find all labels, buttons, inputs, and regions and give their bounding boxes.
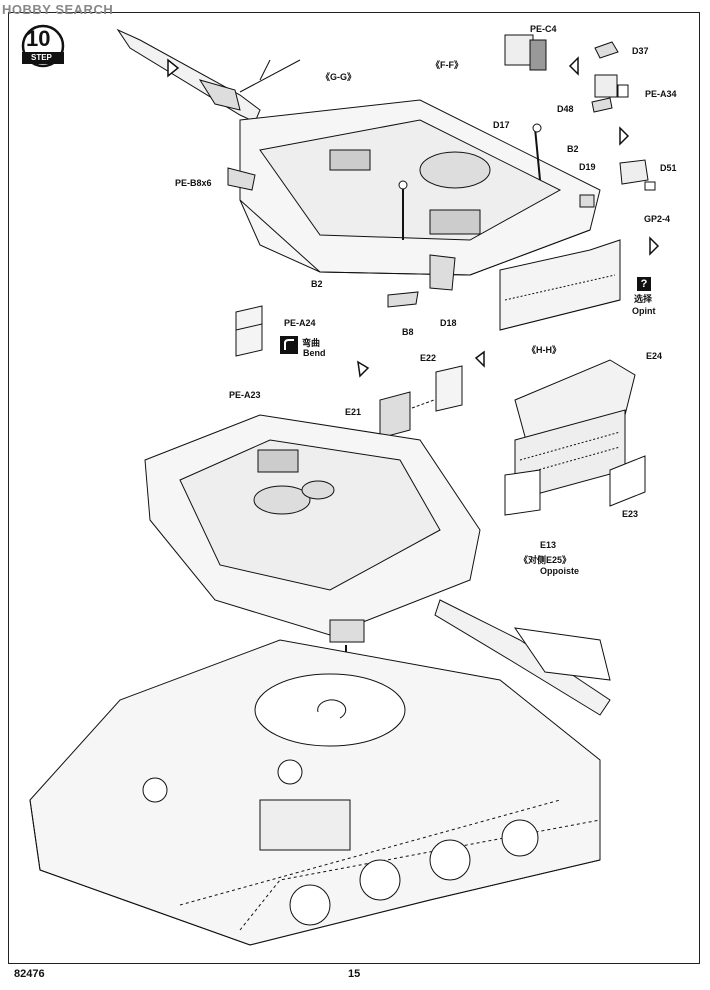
hull-drawing (29, 639, 601, 946)
upper-turret-drawing (116, 28, 621, 331)
part-e13: E13 (540, 540, 557, 550)
opposite-note-en: Oppoiste (540, 566, 580, 576)
part-pe-c4: PE-C4 (530, 24, 557, 34)
assembly-arrows (167, 56, 660, 378)
part-d19: D19 (579, 162, 596, 172)
part-pe-a34: PE-A34 (645, 89, 677, 99)
part-d37: D37 (632, 46, 649, 56)
step-label: STEP (31, 53, 52, 62)
part-d17: D17 (493, 120, 510, 130)
watermark: HOBBY SEARCH (2, 2, 114, 17)
step-badge (21, 24, 65, 68)
part-e23: E23 (622, 509, 639, 519)
question-icon: ? (637, 277, 651, 291)
page-frame (8, 12, 700, 964)
part-pe-a24: PE-A24 (284, 318, 316, 328)
view-label-hh: 《H-H》 (527, 345, 561, 355)
option-note-en: Opint (632, 306, 656, 316)
bend-icon (280, 336, 298, 354)
step-number: 10 (26, 26, 51, 51)
part-pe-b8x6: PE-B8x6 (175, 178, 212, 188)
middle-turret-drawing (144, 414, 611, 716)
option-note-cn: 选择 (634, 294, 653, 304)
page-number: 15 (348, 968, 361, 980)
part-e24: E24 (646, 351, 663, 361)
part-e21: E21 (345, 407, 362, 417)
part-d18: D18 (440, 318, 457, 328)
part-e22: E22 (420, 353, 437, 363)
view-label-gg: 《G-G》 (321, 72, 356, 82)
part-pe-a23: PE-A23 (229, 390, 261, 400)
bend-note-cn: 弯曲 (302, 338, 321, 348)
bend-note-en: Bend (303, 348, 326, 358)
opposite-note-cn: 《对侧E25》 (519, 555, 572, 565)
product-code: 82476 (14, 968, 45, 980)
small-parts-top-right (398, 34, 656, 240)
view-label-ff: 《F-F》 (431, 60, 463, 70)
part-b8: B8 (402, 327, 414, 337)
part-d51: D51 (660, 163, 677, 173)
part-b2-top: B2 (567, 144, 579, 154)
part-d48: D48 (557, 104, 574, 114)
part-gp2-4: GP2-4 (644, 214, 671, 224)
part-b2-mid: B2 (311, 279, 323, 289)
